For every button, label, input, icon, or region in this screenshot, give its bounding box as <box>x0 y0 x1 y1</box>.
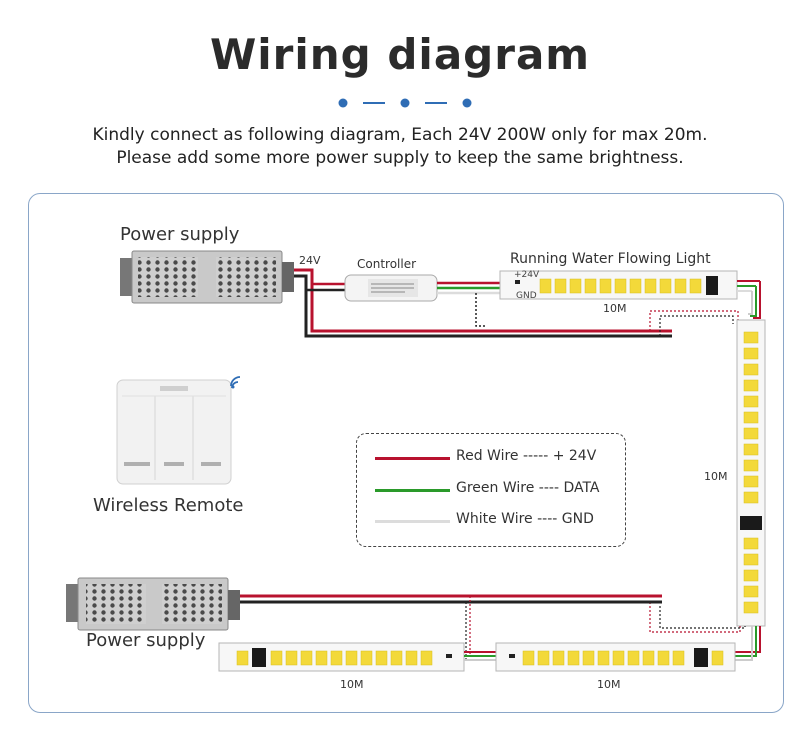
title-divider <box>338 98 472 108</box>
divider-dot <box>400 98 410 108</box>
power-supply-bottom-label: Power supply <box>86 630 206 651</box>
led-strip-right <box>736 319 766 627</box>
black-wire-main <box>294 274 672 338</box>
length-top: 10M <box>603 302 627 315</box>
subtitle-line-2: Please add some more power supply to kee… <box>116 148 684 168</box>
legend-row-white: White Wire ---- GND <box>375 511 620 531</box>
length-right: 10M <box>704 470 728 483</box>
led-strip-bottom-right <box>495 642 736 672</box>
power-supply-bottom <box>66 577 240 631</box>
wifi-signal-icon <box>230 376 241 389</box>
page-title: Wiring diagram <box>209 30 591 79</box>
red-wire-swatch <box>375 457 450 460</box>
length-bottom-right: 10M <box>597 678 621 691</box>
led-strip-bottom-left <box>218 642 465 672</box>
wireless-remote-label: Wireless Remote <box>93 495 244 516</box>
strip-plus-label: +24V <box>514 270 540 280</box>
controller-label: Controller <box>357 257 417 271</box>
white-wire-swatch <box>375 520 450 523</box>
red-wire-main <box>294 268 672 333</box>
power-supply-top <box>120 250 294 304</box>
wire-legend: Red Wire ----- + 24V Green Wire ---- DAT… <box>356 433 626 547</box>
dotted-link-top <box>475 293 486 327</box>
led-strip-top <box>499 270 738 300</box>
wireless-remote <box>116 379 232 485</box>
legend-text: Red Wire ----- + 24V <box>456 448 597 464</box>
divider-dot <box>338 98 348 108</box>
green-wire-swatch <box>375 489 450 492</box>
controller-box <box>344 274 438 302</box>
voltage-label: 24V <box>299 254 321 267</box>
dotted-link-right <box>649 310 739 331</box>
power-supply-top-label: Power supply <box>120 224 240 245</box>
divider-dot <box>462 98 472 108</box>
diagram-frame <box>28 193 784 713</box>
legend-text: White Wire ---- GND <box>456 511 594 527</box>
strip-gnd-label: GND <box>516 291 537 301</box>
subtitle-line-1: Kindly connect as following diagram, Eac… <box>92 125 708 145</box>
legend-row-green: Green Wire ---- DATA <box>375 480 620 500</box>
legend-text: Green Wire ---- DATA <box>456 480 600 496</box>
strip-title: Running Water Flowing Light <box>510 251 711 267</box>
length-bottom-left: 10M <box>340 678 364 691</box>
legend-row-red: Red Wire ----- + 24V <box>375 448 620 468</box>
